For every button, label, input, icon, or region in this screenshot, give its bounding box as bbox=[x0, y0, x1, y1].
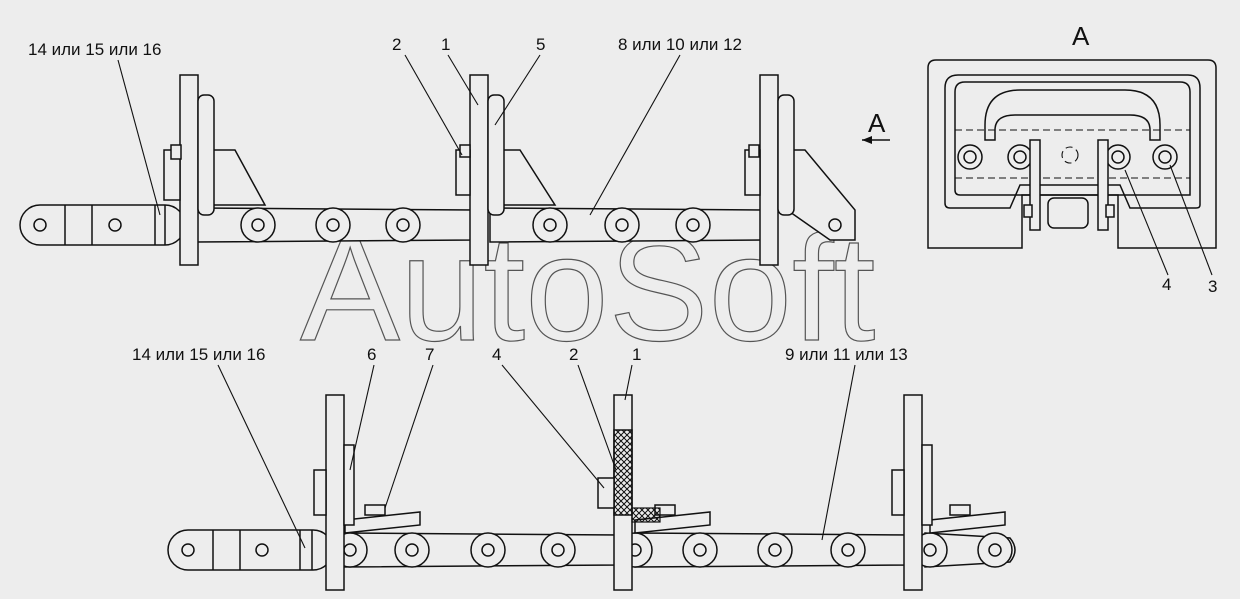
bottom-chain: 14 или 15 или 16 6 7 4 2 1 9 или 11 или … bbox=[132, 345, 1016, 591]
top-scraper-2 bbox=[455, 74, 505, 266]
bottom-scraper-1 bbox=[313, 394, 355, 591]
bottom-label-2: 2 bbox=[569, 345, 578, 364]
top-chain: А 14 или 15 или 16 2 1 5 8 или 10 или 12 bbox=[19, 35, 890, 266]
bottom-scraper-3 bbox=[891, 394, 933, 591]
bottom-label-6: 6 bbox=[367, 345, 376, 364]
top-label-1: 1 bbox=[441, 35, 450, 54]
bottom-label-1: 1 bbox=[632, 345, 641, 364]
top-scraper-1 bbox=[163, 74, 215, 266]
top-rollers bbox=[240, 207, 711, 243]
bottom-scraper-2-section bbox=[597, 394, 661, 591]
detail-title: А bbox=[1072, 21, 1090, 51]
detail-view-a: А 4 3 bbox=[927, 21, 1217, 296]
top-label-5: 5 bbox=[536, 35, 545, 54]
bottom-label-7: 7 bbox=[425, 345, 434, 364]
top-end-link bbox=[19, 204, 186, 246]
bottom-end-link bbox=[167, 529, 334, 571]
view-arrow-label: А bbox=[868, 108, 886, 138]
bottom-label-14-15-16: 14 или 15 или 16 bbox=[132, 345, 265, 364]
detail-label-3: 3 bbox=[1208, 277, 1217, 296]
top-label-2: 2 bbox=[392, 35, 401, 54]
top-label-14-15-16: 14 или 15 или 16 bbox=[28, 40, 161, 59]
top-scraper-3 bbox=[744, 74, 795, 266]
bottom-label-4: 4 bbox=[492, 345, 501, 364]
top-label-8-10-12: 8 или 10 или 12 bbox=[618, 35, 742, 54]
bottom-label-9-11-13: 9 или 11 или 13 bbox=[785, 345, 908, 364]
detail-label-4: 4 bbox=[1162, 275, 1171, 294]
